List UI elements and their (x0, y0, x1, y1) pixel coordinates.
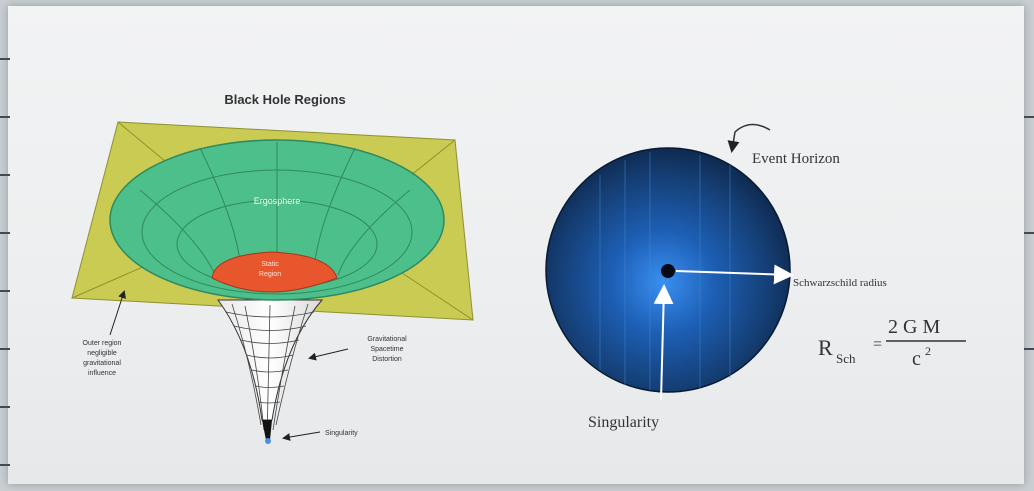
outer-region-label-line-2: negligible (87, 350, 117, 357)
formula-lhs: R (818, 335, 833, 360)
singularity-point (265, 438, 271, 444)
notebook-line-mark (0, 232, 10, 234)
funnel-pointer (308, 348, 349, 361)
ergosphere-label: Ergosphere (254, 196, 301, 206)
static-region (211, 251, 338, 293)
event-horizon-label: Event Horizon (752, 151, 840, 167)
right-singularity-label: Singularity (588, 414, 659, 431)
outer-region-label-line-1: Outer region (83, 340, 122, 347)
notebook-line-mark (0, 464, 10, 466)
inner-region-label-line-1: Static (261, 261, 279, 268)
funnel-grid (225, 303, 315, 441)
formula-denominator-exponent: 2 (925, 344, 931, 358)
notebook-line-mark (0, 116, 10, 118)
schwarzschild-formula: R Sch = 2 G M c 2 (818, 316, 966, 370)
singularity-pointer (282, 431, 321, 441)
funnel-label-line-2: Spacetime (370, 346, 403, 353)
formula-denominator: c (912, 348, 921, 370)
formula-equals: = (873, 336, 882, 353)
left-diagram-title: Black Hole Regions (224, 92, 345, 107)
schwarzschild-radius-label: Schwarzschild radius (793, 277, 887, 289)
notebook-line-mark (1024, 116, 1034, 118)
funnel-label-line-1: Gravitational (367, 336, 407, 343)
formula-lhs-subscript: Sch (836, 351, 856, 366)
formula-numerator: 2 G M (888, 316, 940, 338)
inner-region-label-line-2: Region (259, 271, 281, 278)
ergosphere-grid (139, 142, 413, 295)
notebook-line-mark (1024, 348, 1034, 350)
singularity-dot (661, 264, 675, 278)
right-singularity-pointer (653, 284, 674, 401)
notebook-line-mark (0, 406, 10, 408)
notebook-line-mark (1024, 232, 1034, 234)
schwarzschild-radius-arrow (675, 264, 794, 285)
notebook-line-mark (0, 290, 10, 292)
left-singularity-label: Singularity (325, 430, 358, 437)
notebook-line-mark (0, 348, 10, 350)
notebook-line-mark (0, 58, 10, 60)
event-horizon-pointer (727, 123, 771, 153)
outer-region-label-line-4: influence (88, 370, 116, 377)
schwarzschild-diagram: Event Horizon Schwarzschild radius Singu… (545, 123, 966, 431)
black-hole-regions-diagram: Black Hole Regions (71, 92, 474, 444)
outer-region-pointer (109, 290, 126, 336)
outer-region-label-line-3: gravitational (83, 360, 121, 367)
funnel-tip (262, 420, 272, 440)
funnel-label-line-3: Distortion (372, 356, 402, 363)
notebook-line-mark (0, 174, 10, 176)
